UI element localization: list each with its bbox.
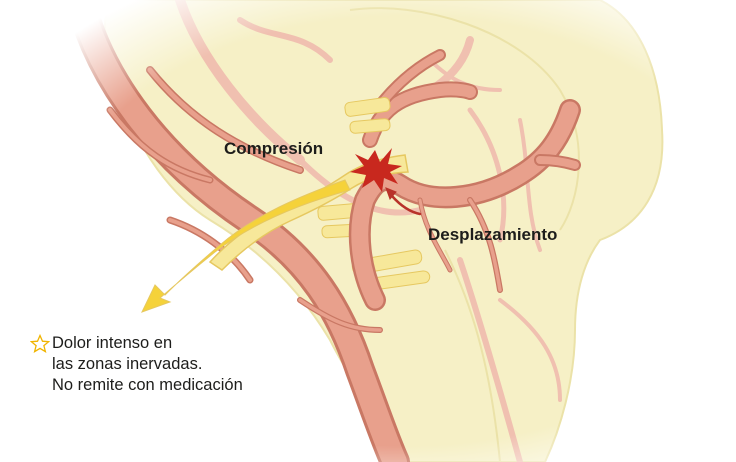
pain-line-2: las zonas inervadas. (52, 355, 203, 373)
displacement-label: Desplazamiento (428, 225, 558, 244)
star-outline-icon (30, 334, 50, 353)
pain-line-3: No remite con medicación (52, 376, 243, 394)
pain-line-1: Dolor intenso en (52, 334, 173, 352)
compression-label: Compresión (224, 139, 324, 158)
pain-description: Dolor intenso en las zonas inervadas. No… (52, 333, 243, 396)
